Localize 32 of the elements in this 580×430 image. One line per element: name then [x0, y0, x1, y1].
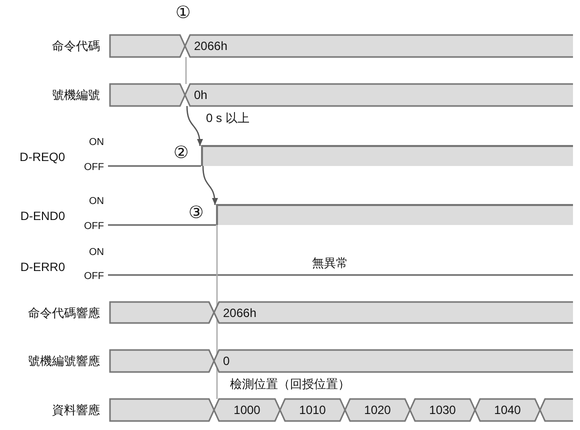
- signal-name: 資料響應: [52, 403, 100, 417]
- signal-name: D-REQ0: [20, 150, 65, 164]
- level-label: ON: [89, 137, 104, 149]
- level-label: ON: [89, 196, 104, 208]
- level-label: OFF: [84, 162, 104, 174]
- edge-label: 0 s 以上: [205, 111, 250, 125]
- level-label: OFF: [84, 221, 104, 233]
- signal-high-level: [201, 145, 573, 166]
- bus-value: 1010: [299, 403, 326, 417]
- bus-value: 2066h: [194, 39, 228, 53]
- status-note: 無異常: [312, 256, 348, 270]
- signal-name: 號機編號: [52, 88, 100, 102]
- callout-number: ③: [188, 202, 204, 222]
- bus-value: 0h: [194, 88, 208, 102]
- data-note: 檢測位置（回授位置）: [230, 377, 350, 391]
- causality-arrow: [202, 166, 218, 206]
- bus-value: 1000: [234, 403, 260, 417]
- signal-high-level: [216, 204, 573, 225]
- callout-number: ①: [176, 2, 190, 22]
- callout-number: ②: [174, 142, 188, 162]
- bus-value: 2066h: [223, 306, 256, 320]
- signal-name: 命令代碼響應: [28, 306, 100, 320]
- signal-name: 命令代碼: [52, 39, 100, 53]
- signal-name: D-ERR0: [20, 260, 65, 274]
- bus-value: 1030: [429, 403, 456, 417]
- bus-value: 1040: [494, 403, 521, 417]
- bus-value: 0: [223, 354, 230, 368]
- signal-name: D-END0: [20, 209, 65, 223]
- bus-value: 1020: [364, 403, 391, 417]
- signal-name: 號機編號響應: [28, 354, 100, 368]
- level-label: OFF: [84, 271, 104, 283]
- level-label: ON: [89, 247, 104, 259]
